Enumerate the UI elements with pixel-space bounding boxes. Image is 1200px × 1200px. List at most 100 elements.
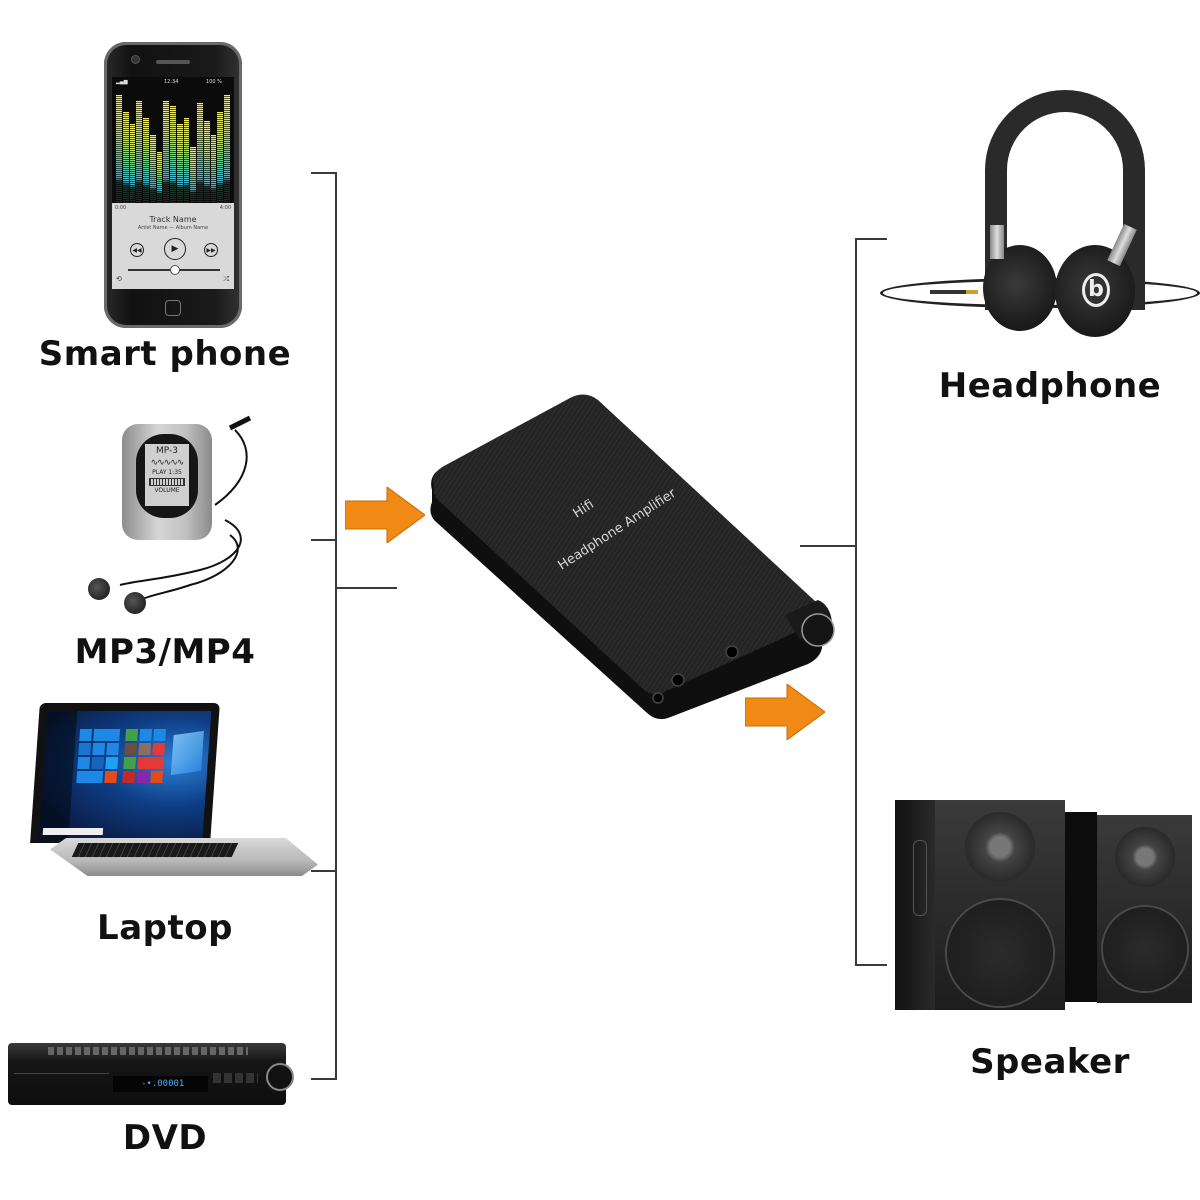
mp3-play-time: PLAY 1:35 — [152, 469, 182, 476]
start-tile — [92, 743, 106, 755]
start-tile — [137, 757, 165, 769]
phone-clock: 12:34 — [164, 79, 179, 85]
start-tile — [78, 743, 92, 755]
laptop-keyboard — [71, 843, 239, 857]
equalizer-bar — [149, 135, 156, 204]
mp3-lcd: MP-3 ∿∿∿∿∿ PLAY 1:35 VOLUME — [145, 444, 189, 506]
mp3-face: MP-3 ∿∿∿∿∿ PLAY 1:35 VOLUME — [136, 434, 198, 518]
start-tile — [91, 757, 105, 769]
start-tile — [124, 743, 138, 755]
mp3-volume-bar — [149, 478, 185, 486]
audio-jack-icon — [671, 673, 685, 687]
duration-time: 4:00 — [219, 205, 231, 211]
start-tile — [77, 757, 91, 769]
dvd-player-image: -•.00001 — [8, 1043, 294, 1105]
elapsed-time: 0:00 — [115, 205, 127, 211]
phone-camera — [132, 56, 139, 63]
headphone-plug — [930, 290, 970, 294]
mp3-earphone-cable — [119, 415, 252, 601]
music-player: 0:00 4:00 Track Name Artist Name — Album… — [112, 203, 234, 289]
mp3-title: MP-3 — [156, 446, 178, 456]
output-input-connector — [800, 545, 857, 547]
dvd-tray — [14, 1073, 109, 1074]
label-mp3: MP3/MP4 — [74, 632, 256, 672]
waveform-icon: ∿∿∿∿∿ — [150, 458, 185, 468]
headphone-cup-left — [983, 245, 1057, 331]
source-connector-mp3 — [311, 539, 337, 541]
taskbar-search — [42, 828, 104, 835]
phone-screen: ▂▄▆ 12:34 100 % 0:00 4:00 Track Name Art… — [112, 77, 234, 289]
volume-slider-knob — [170, 265, 180, 275]
equalizer-bar — [129, 123, 136, 204]
label-smartphone: Smart phone — [38, 334, 292, 374]
equalizer-bar — [197, 102, 203, 204]
headphone-hinge-left — [990, 225, 1004, 259]
equalizer-bar — [203, 121, 210, 204]
start-tile — [150, 771, 164, 783]
output-connector-headphone — [855, 238, 887, 240]
output-connector-speaker — [855, 964, 887, 966]
equalizer-bar — [136, 100, 143, 204]
speaker-right — [1097, 815, 1192, 1003]
amplifier-image — [430, 394, 835, 720]
dvd-display: -•.00001 — [113, 1076, 208, 1092]
start-tile — [105, 757, 119, 769]
beats-logo-icon: b — [1082, 273, 1110, 307]
tweeter-icon — [965, 812, 1035, 882]
label-laptop: Laptop — [97, 908, 233, 948]
signal-icon: ▂▄▆ — [116, 79, 128, 85]
source-output-connector — [337, 587, 397, 589]
tweeter-icon — [1115, 827, 1175, 887]
phone-earpiece — [156, 60, 190, 64]
speaker-controls — [913, 840, 927, 916]
speaker-right-side — [1065, 812, 1097, 1002]
woofer-icon — [1103, 907, 1187, 991]
dvd-volume-knob — [266, 1063, 294, 1091]
equalizer-bar — [170, 106, 176, 204]
artist-album: Artist Name — Album Name — [137, 225, 209, 231]
phone-status-bar: ▂▄▆ 12:34 100 % — [112, 79, 234, 87]
start-tile — [139, 729, 153, 741]
battery-text: 100 % — [206, 79, 222, 85]
windows-desktop — [38, 711, 212, 839]
smartphone-image: ▂▄▆ 12:34 100 % 0:00 4:00 Track Name Art… — [104, 42, 242, 328]
equalizer-bar — [183, 117, 190, 204]
windows-logo-icon — [170, 730, 204, 776]
laptop-screen — [30, 703, 220, 843]
mp3-volume-label: VOLUME — [154, 487, 180, 494]
track-name: Track Name — [149, 215, 197, 224]
audio-jack-icon — [725, 645, 739, 659]
start-tile — [93, 729, 121, 741]
woofer-icon — [947, 900, 1053, 1006]
equalizer-bar — [176, 123, 183, 204]
start-tile — [125, 729, 139, 741]
source-connector-dvd — [311, 1078, 337, 1080]
equalizer-bar — [210, 135, 217, 204]
output-arrow-icon — [745, 684, 825, 740]
start-tile — [122, 771, 136, 783]
dvd-vents — [48, 1047, 248, 1055]
start-tile — [153, 729, 167, 741]
phone-home-button — [165, 300, 181, 316]
source-connector-smartphone — [311, 172, 337, 174]
speaker-left-side — [895, 800, 935, 1010]
audio-jack-icon — [652, 692, 664, 704]
label-speaker: Speaker — [970, 1042, 1130, 1082]
start-tile — [138, 743, 152, 755]
repeat-icon: ⟲ — [116, 275, 122, 283]
play-icon: ▶ — [164, 238, 186, 260]
volume-knob — [801, 613, 835, 647]
dvd-buttons — [213, 1073, 258, 1083]
earbud-right — [124, 592, 146, 614]
start-tile — [136, 771, 150, 783]
label-headphone: Headphone — [938, 366, 1162, 406]
start-tile — [152, 743, 166, 755]
output-bracket-vertical — [855, 238, 857, 966]
label-dvd: DVD — [122, 1118, 208, 1158]
start-tile — [123, 757, 137, 769]
equalizer-bar — [217, 112, 224, 204]
mp3-player-image: MP-3 ∿∿∿∿∿ PLAY 1:35 VOLUME — [122, 424, 212, 540]
speaker-left — [935, 800, 1065, 1010]
equalizer-bar — [163, 100, 170, 204]
equalizer-bar — [122, 112, 129, 204]
